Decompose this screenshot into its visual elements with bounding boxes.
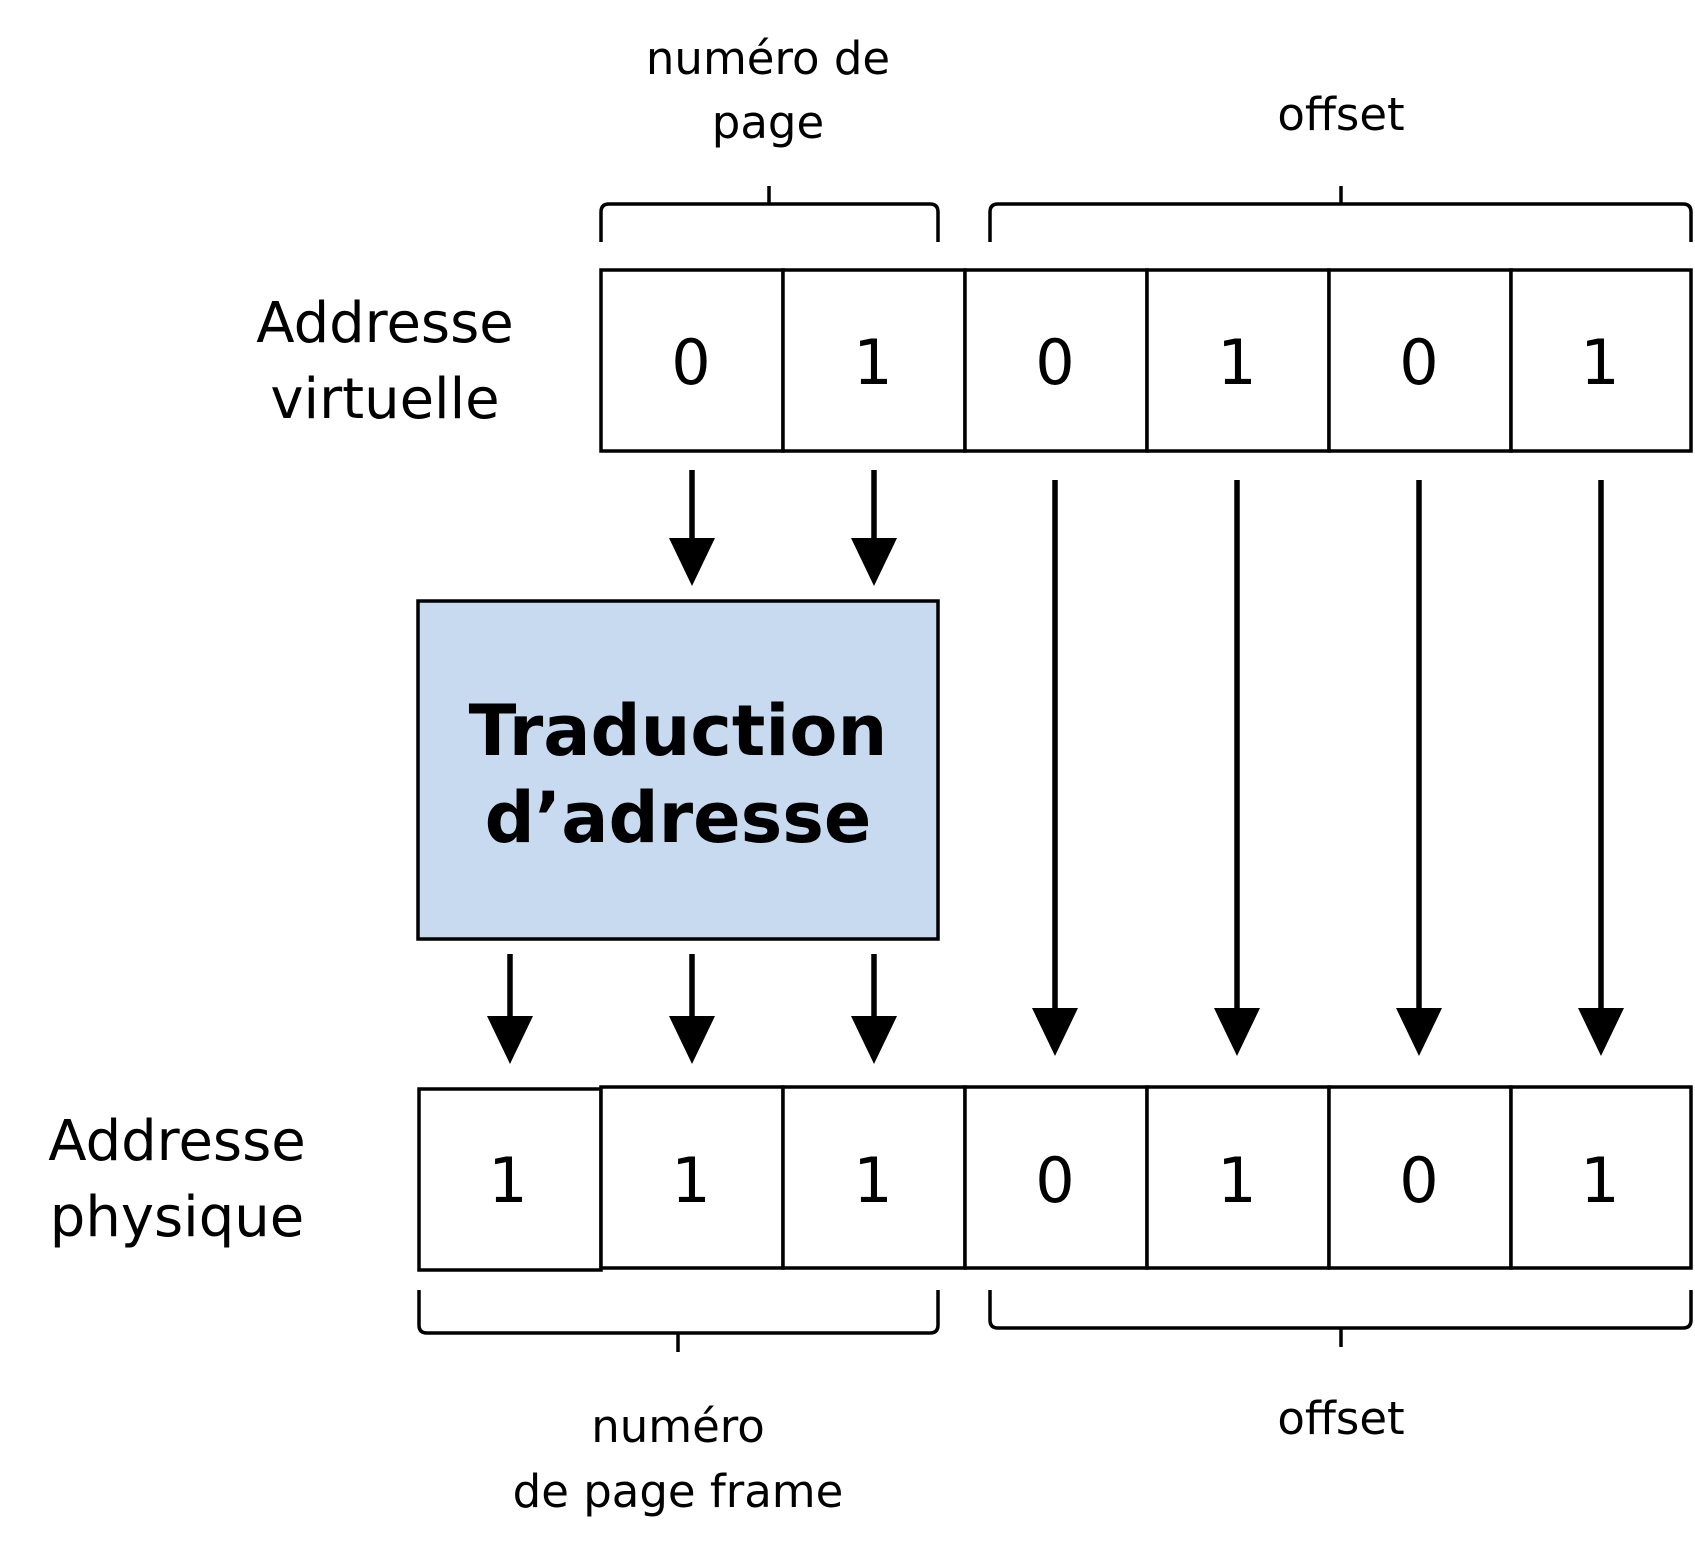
- translation-box-label-line1: Traduction: [469, 690, 888, 772]
- page-number-label-line2: page: [712, 96, 824, 149]
- physical-bit-cell: [599, 1085, 785, 1270]
- virtual-bit-cell: [599, 268, 785, 453]
- virtual-address-register: 0 1 0 1 0 1: [599, 268, 1693, 453]
- arrow-down-icon: [851, 538, 897, 586]
- physical-bit: 1: [1217, 1144, 1256, 1217]
- virtual-bit-cell: [1327, 268, 1513, 453]
- arrow-down-icon: [1214, 1008, 1260, 1056]
- arrow-down-icon: [669, 538, 715, 586]
- physical-bit-cell: [417, 1087, 603, 1272]
- frame-number-label-line1: numéro: [591, 1400, 765, 1453]
- physical-bit: 1: [853, 1144, 892, 1217]
- physical-bit: 0: [1399, 1144, 1438, 1217]
- physical-bit-cell: [781, 1085, 967, 1270]
- virtual-bit-cell: [963, 268, 1149, 453]
- arrow-down-icon: [1578, 1008, 1624, 1056]
- offset-brace-top: [988, 186, 1693, 242]
- frame-number-label-line2: de page frame: [513, 1465, 844, 1518]
- arrows-into-translation: [669, 470, 897, 586]
- virtual-bit: 1: [1580, 326, 1619, 399]
- arrow-down-icon: [851, 1016, 897, 1064]
- physical-bit: 1: [488, 1144, 527, 1217]
- physical-bit-cell: [963, 1085, 1149, 1270]
- arrow-down-icon: [487, 1016, 533, 1064]
- virtual-address-label-line1: Addresse: [256, 291, 513, 356]
- virtual-bit: 1: [1217, 326, 1256, 399]
- arrow-down-icon: [669, 1016, 715, 1064]
- page-number-brace: [599, 186, 940, 242]
- arrows-out-of-translation: [487, 954, 897, 1064]
- offset-label-bottom: offset: [1277, 1392, 1404, 1445]
- virtual-bit: 1: [853, 326, 892, 399]
- virtual-bit: 0: [671, 326, 710, 399]
- virtual-bit-cell: [1509, 268, 1693, 453]
- physical-bit: 1: [1580, 1144, 1619, 1217]
- offset-brace-bottom: [988, 1290, 1693, 1347]
- physical-bit: 1: [671, 1144, 710, 1217]
- offset-passthrough-arrows: [1032, 480, 1624, 1056]
- physical-address-label-line1: Addresse: [48, 1109, 305, 1174]
- virtual-bit-cell: [781, 268, 967, 453]
- arrow-down-icon: [1032, 1008, 1078, 1056]
- physical-bit-cell: [1509, 1085, 1693, 1270]
- physical-address-register: 1 1 1 0 1 0 1: [417, 1085, 1693, 1272]
- virtual-bit: 0: [1035, 326, 1074, 399]
- physical-address-label-line2: physique: [50, 1185, 304, 1250]
- virtual-address-label-line2: virtuelle: [270, 367, 499, 432]
- physical-bit-cell: [1327, 1085, 1513, 1270]
- translation-box: [416, 599, 940, 941]
- page-number-label-line1: numéro de: [646, 32, 890, 85]
- translation-box-label-line2: d’adresse: [485, 777, 872, 859]
- arrow-down-icon: [1396, 1008, 1442, 1056]
- offset-label-top: offset: [1277, 88, 1404, 141]
- frame-number-brace: [417, 1290, 940, 1352]
- virtual-bit: 0: [1399, 326, 1438, 399]
- physical-bit: 0: [1035, 1144, 1074, 1217]
